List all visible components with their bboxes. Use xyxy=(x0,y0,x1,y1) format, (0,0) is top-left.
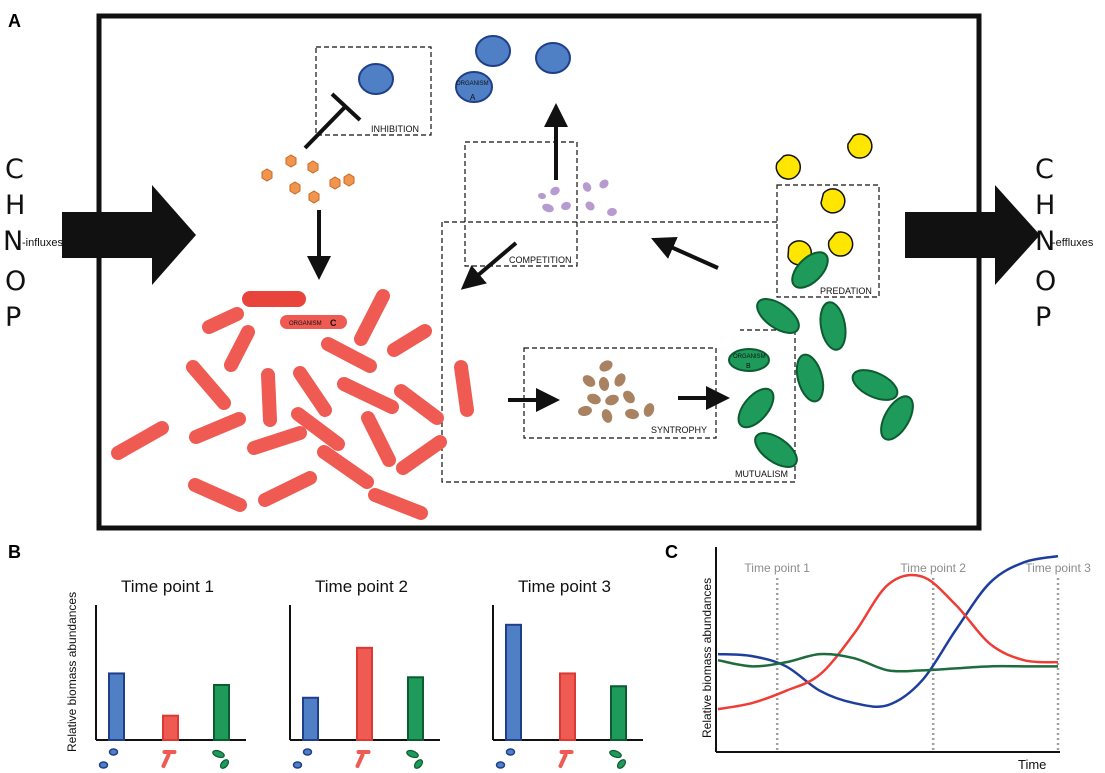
efflux-n: N xyxy=(1035,226,1055,257)
influx-n: N xyxy=(3,226,23,257)
bar-green xyxy=(213,683,230,742)
competition-to-c-arrow xyxy=(460,241,518,290)
bar-chart-title: Time point 1 xyxy=(121,577,214,596)
efflux-group: C H N -effluxes O P xyxy=(905,154,1094,333)
organism-a-letter: A xyxy=(470,93,476,102)
efflux-arrow xyxy=(905,185,1040,285)
syntrophy-label: SYNTROPHY xyxy=(651,425,707,435)
blue-curve xyxy=(717,554,1059,708)
efflux-p: P xyxy=(1035,302,1051,333)
blue-organism-icon xyxy=(98,748,119,769)
bar-chart-1: Time point 1 xyxy=(95,577,246,769)
bar-blue xyxy=(302,696,319,742)
predation-to-competition-arrow xyxy=(651,236,719,270)
organism-b-letter: B xyxy=(746,363,751,370)
panel-c-xlabel: Time xyxy=(1018,757,1046,772)
green-organism-icon xyxy=(406,749,424,769)
competition-particles xyxy=(538,179,617,217)
organism-c-letter: C xyxy=(330,318,337,328)
bar-chart-title: Time point 2 xyxy=(315,577,408,596)
efflux-c: C xyxy=(1035,154,1054,185)
syntrophy-particles xyxy=(578,360,655,423)
inhibition-label: INHIBITION xyxy=(371,124,419,134)
panel-c-letter: C xyxy=(665,542,678,562)
influx-c: C xyxy=(5,154,24,185)
efflux-o: O xyxy=(1035,266,1056,297)
predation-label: PREDATION xyxy=(820,286,872,296)
blue-organism-icon xyxy=(292,748,313,769)
time-marker-label: Time point 2 xyxy=(900,561,966,575)
panel-c-plot: Time point 1 Time point 2 Time point 3 xyxy=(717,554,1091,752)
red-curve xyxy=(717,573,1059,711)
bar-chart-title: Time point 3 xyxy=(518,577,611,596)
panel-a-letter: A xyxy=(8,11,21,31)
bar-green xyxy=(610,685,627,741)
panel-b-letter: B xyxy=(8,542,21,562)
competition-box xyxy=(464,141,578,267)
red-organism-icon xyxy=(558,750,574,768)
influx-group: C H N -influxes O P xyxy=(3,154,196,333)
panel-b-ylabel: Relative biomass abundances xyxy=(65,592,79,752)
predation-box xyxy=(776,184,880,298)
red-organism-icon xyxy=(161,750,177,768)
green-organism-icon xyxy=(609,749,627,769)
organism-c-cells xyxy=(111,289,474,520)
organism-a-cells xyxy=(358,35,571,103)
organism-b-cells xyxy=(728,251,914,468)
metabolite-particles xyxy=(261,154,355,204)
bar-red xyxy=(356,646,373,742)
mutualism-box xyxy=(441,221,796,483)
influx-suffix: -influxes xyxy=(22,237,63,249)
panel-c-ylabel: Relative biomass abundances xyxy=(700,578,714,738)
mutualism-label: MUTUALISM xyxy=(735,469,788,479)
blue-organism-icon xyxy=(495,748,516,769)
influx-h: H xyxy=(5,190,25,221)
influx-o: O xyxy=(5,266,26,297)
bar-red xyxy=(162,714,179,741)
bar-chart-2: Time point 2 xyxy=(289,577,440,769)
influx-arrow xyxy=(62,185,196,285)
green-curve xyxy=(717,652,1058,673)
organism-b-word: ORGANISM xyxy=(733,354,766,360)
inhibition-arrow xyxy=(303,92,362,150)
green-organism-icon xyxy=(212,749,230,769)
competition-label: COMPETITION xyxy=(509,255,572,265)
predator-cells xyxy=(775,133,873,266)
system-boundary xyxy=(96,13,982,531)
bar-blue xyxy=(108,672,125,741)
bar-blue xyxy=(505,623,522,741)
time-marker-label: Time point 3 xyxy=(1025,561,1091,575)
bar-green xyxy=(407,676,424,742)
organism-c-word: ORGANISM xyxy=(289,321,322,327)
influx-p: P xyxy=(5,302,21,333)
efflux-h: H xyxy=(1035,190,1055,221)
panel-b-charts: Time point 1 Time point 2 Time point 3 xyxy=(95,577,643,769)
bar-red xyxy=(559,672,576,741)
organism-a-word: ORGANISM xyxy=(456,81,489,87)
time-marker-label: Time point 1 xyxy=(744,561,810,575)
red-organism-icon xyxy=(355,750,371,768)
inhibition-box xyxy=(315,46,432,136)
bar-chart-3: Time point 3 xyxy=(492,577,643,769)
efflux-suffix: -effluxes xyxy=(1052,237,1094,249)
